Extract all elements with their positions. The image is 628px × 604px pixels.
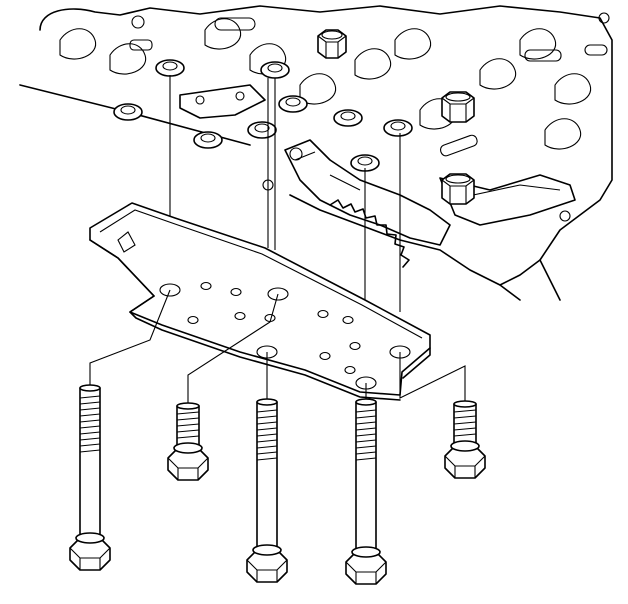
hole-boss-4 (278, 95, 308, 113)
body-bolt-2 (441, 91, 475, 123)
hole-boss-9 (193, 131, 223, 149)
body-bolt-1 (317, 29, 347, 59)
hole-boss-5 (247, 121, 277, 139)
long-bolt-1 (69, 384, 111, 571)
body-bolt-3 (441, 173, 475, 205)
bolt-leader-lines (89, 289, 466, 404)
long-bolt-2 (246, 398, 288, 583)
hole-boss-3 (113, 103, 143, 121)
short-bolt-1 (167, 402, 209, 481)
hole-boss-6 (333, 109, 363, 127)
valve-body-casting (19, 5, 613, 301)
hole-boss-2 (260, 61, 290, 79)
long-bolt-3 (345, 398, 387, 585)
hole-boss-1 (155, 59, 185, 77)
short-bolt-2 (444, 400, 486, 479)
alignment-lines (169, 75, 401, 312)
hole-boss-7 (383, 119, 413, 137)
